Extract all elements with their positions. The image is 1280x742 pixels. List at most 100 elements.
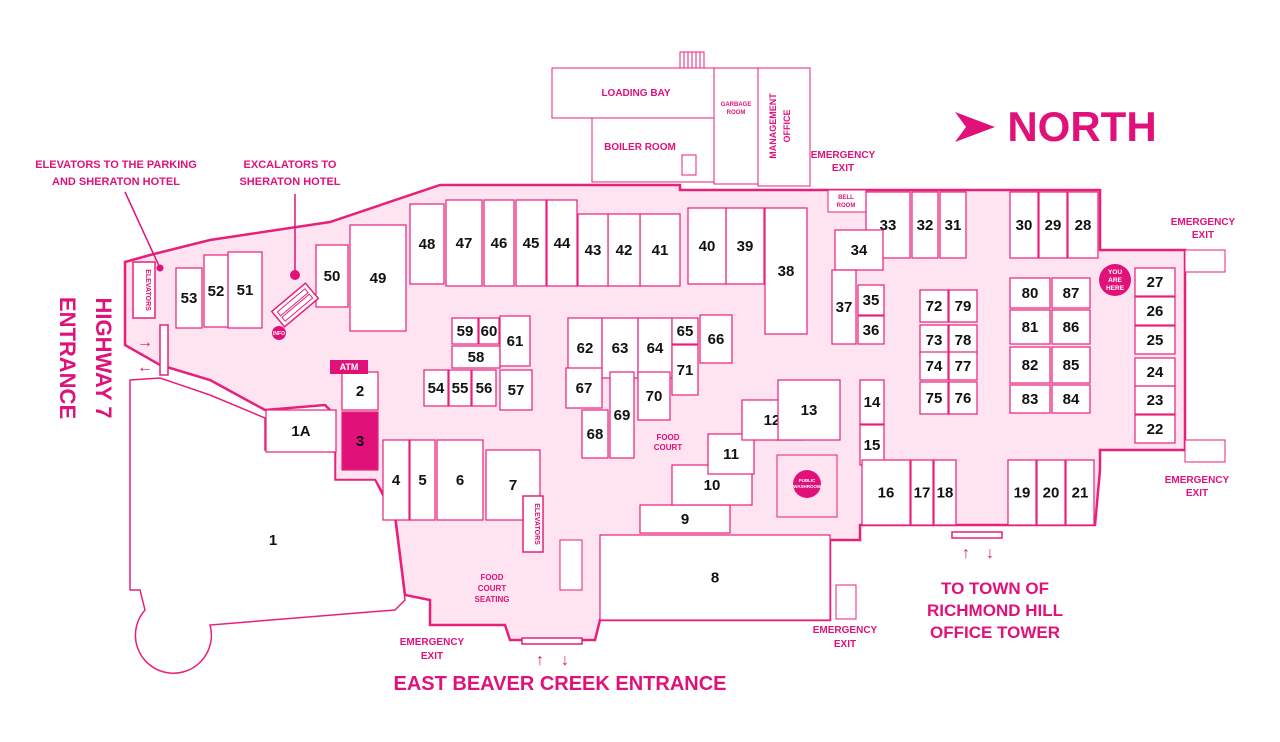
store-unit-26 bbox=[1134, 296, 1176, 326]
richmond-door bbox=[951, 531, 1003, 539]
store-unit-19 bbox=[1007, 459, 1037, 526]
store-unit-label-62: 62 bbox=[577, 340, 594, 357]
store-unit-label-11: 11 bbox=[723, 446, 739, 463]
store-unit-53 bbox=[175, 267, 203, 329]
garbage-room-label-1: GARBAGE bbox=[721, 102, 752, 108]
store-unit-label-7: 7 bbox=[509, 477, 517, 494]
store-unit-82 bbox=[1009, 346, 1051, 384]
store-unit-label-64: 64 bbox=[647, 340, 664, 357]
store-unit-21 bbox=[1065, 459, 1095, 526]
richmond-label-3: OFFICE TOWER bbox=[930, 623, 1060, 642]
store-unit-47 bbox=[445, 199, 483, 287]
elevators-middle bbox=[522, 495, 544, 553]
store-unit-35 bbox=[857, 284, 885, 316]
store-unit-55 bbox=[448, 369, 472, 407]
store-unit-label-52: 52 bbox=[208, 283, 225, 300]
store-unit-79 bbox=[948, 289, 978, 323]
store-unit-4 bbox=[382, 439, 410, 521]
store-unit-label-69: 69 bbox=[614, 407, 631, 424]
store-unit-40 bbox=[687, 207, 727, 285]
east-beaver-door bbox=[521, 637, 583, 645]
store-unit-5 bbox=[409, 439, 436, 521]
store-unit-label-35: 35 bbox=[863, 292, 880, 309]
fc-seating-label-1: FOOD bbox=[480, 573, 503, 582]
store-unit-label-22: 22 bbox=[1147, 421, 1164, 438]
north-arrow-icon bbox=[955, 112, 995, 142]
bell-room-label-1: BELL bbox=[838, 195, 854, 201]
highway-label-2: ENTRANCE bbox=[55, 297, 80, 419]
you-label-3: HERE bbox=[1106, 285, 1125, 292]
loading-bay bbox=[551, 67, 715, 119]
richmond-arrow-down: ↓ bbox=[986, 545, 994, 562]
store-unit-20 bbox=[1036, 459, 1066, 526]
store-unit-label-54: 54 bbox=[428, 380, 445, 397]
store-unit-45 bbox=[515, 199, 547, 287]
exit-s-label-2: EXIT bbox=[834, 639, 856, 650]
store-unit-label-45: 45 bbox=[523, 235, 540, 252]
store-unit-label-39: 39 bbox=[737, 238, 754, 255]
store-unit-label-20: 20 bbox=[1043, 484, 1060, 501]
store-unit-label-29: 29 bbox=[1045, 217, 1062, 234]
store-unit-51 bbox=[227, 251, 263, 329]
boiler-stair bbox=[681, 154, 697, 176]
store-unit-label-42: 42 bbox=[616, 242, 633, 259]
store-unit-66 bbox=[699, 314, 733, 364]
store-unit-76 bbox=[948, 381, 978, 415]
info-marker bbox=[272, 326, 286, 340]
highway-arrow-out: ← bbox=[137, 359, 153, 376]
elev-parking-dot bbox=[156, 264, 164, 272]
store-unit-label-9: 9 bbox=[681, 511, 689, 528]
store-unit-label-87: 87 bbox=[1063, 285, 1080, 302]
elevators-middle-label: ELEVATORS bbox=[533, 503, 540, 545]
fc-seating-label-3: SEATING bbox=[475, 595, 510, 604]
store-unit-6 bbox=[436, 439, 484, 521]
store-unit-label-16: 16 bbox=[878, 484, 895, 501]
east-beaver-arrow-down: ↓ bbox=[561, 652, 569, 669]
mgmt-label-1: MANAGEMENT bbox=[768, 93, 778, 159]
store-unit-label-76: 76 bbox=[955, 390, 972, 407]
store-unit-label-43: 43 bbox=[585, 242, 602, 259]
store-unit-label-80: 80 bbox=[1022, 285, 1039, 302]
store-unit-50 bbox=[315, 244, 349, 308]
store-unit-13 bbox=[777, 379, 841, 441]
you-are-here-marker bbox=[1099, 264, 1131, 296]
store-unit-label-63: 63 bbox=[612, 340, 629, 357]
richmond-label-2: RICHMOND HILL bbox=[927, 601, 1063, 620]
store-unit-label-78: 78 bbox=[955, 332, 972, 349]
garbage-room-label-2: ROOM bbox=[727, 110, 746, 116]
store-unit-28 bbox=[1067, 191, 1099, 259]
store-unit-label-81: 81 bbox=[1022, 319, 1039, 336]
store-unit-85 bbox=[1051, 346, 1091, 384]
store-unit-label-74: 74 bbox=[926, 358, 943, 375]
stairs-lines bbox=[683, 52, 701, 68]
store-unit-14 bbox=[859, 379, 885, 425]
store-unit-label-34: 34 bbox=[851, 242, 868, 259]
store-unit-label-86: 86 bbox=[1063, 319, 1080, 336]
elevators-left bbox=[132, 261, 156, 319]
store-unit-label-40: 40 bbox=[699, 238, 716, 255]
store-unit-label-25: 25 bbox=[1147, 332, 1164, 349]
store-unit-75 bbox=[919, 381, 949, 415]
store-unit-label-19: 19 bbox=[1014, 484, 1031, 501]
store-unit-label-26: 26 bbox=[1147, 303, 1164, 320]
store-unit-80 bbox=[1009, 277, 1051, 309]
you-label-2: ARE bbox=[1108, 277, 1122, 284]
store-unit-label-59: 59 bbox=[457, 323, 474, 340]
store-unit-54 bbox=[423, 369, 449, 407]
store-unit-label-17: 17 bbox=[914, 484, 931, 501]
store-unit-label-67: 67 bbox=[576, 380, 593, 397]
store-unit-3 bbox=[341, 411, 379, 471]
elev-parking-label-1: ELEVATORS TO THE PARKING bbox=[35, 159, 197, 171]
exit-ne-label-1: EMERGENCY bbox=[1171, 217, 1236, 228]
bell-room-label-2: ROOM bbox=[837, 203, 856, 209]
store-unit-73 bbox=[919, 324, 949, 356]
store-unit-63 bbox=[601, 317, 639, 379]
store-unit-label-21: 21 bbox=[1072, 484, 1089, 501]
exit-se-label-2: EXIT bbox=[1186, 488, 1208, 499]
exit-top-label-2: EXIT bbox=[832, 163, 854, 174]
store-unit-49 bbox=[349, 224, 407, 332]
store-unit-32 bbox=[911, 191, 939, 259]
store-unit-74 bbox=[919, 351, 949, 381]
store-unit-label-13: 13 bbox=[801, 402, 818, 419]
